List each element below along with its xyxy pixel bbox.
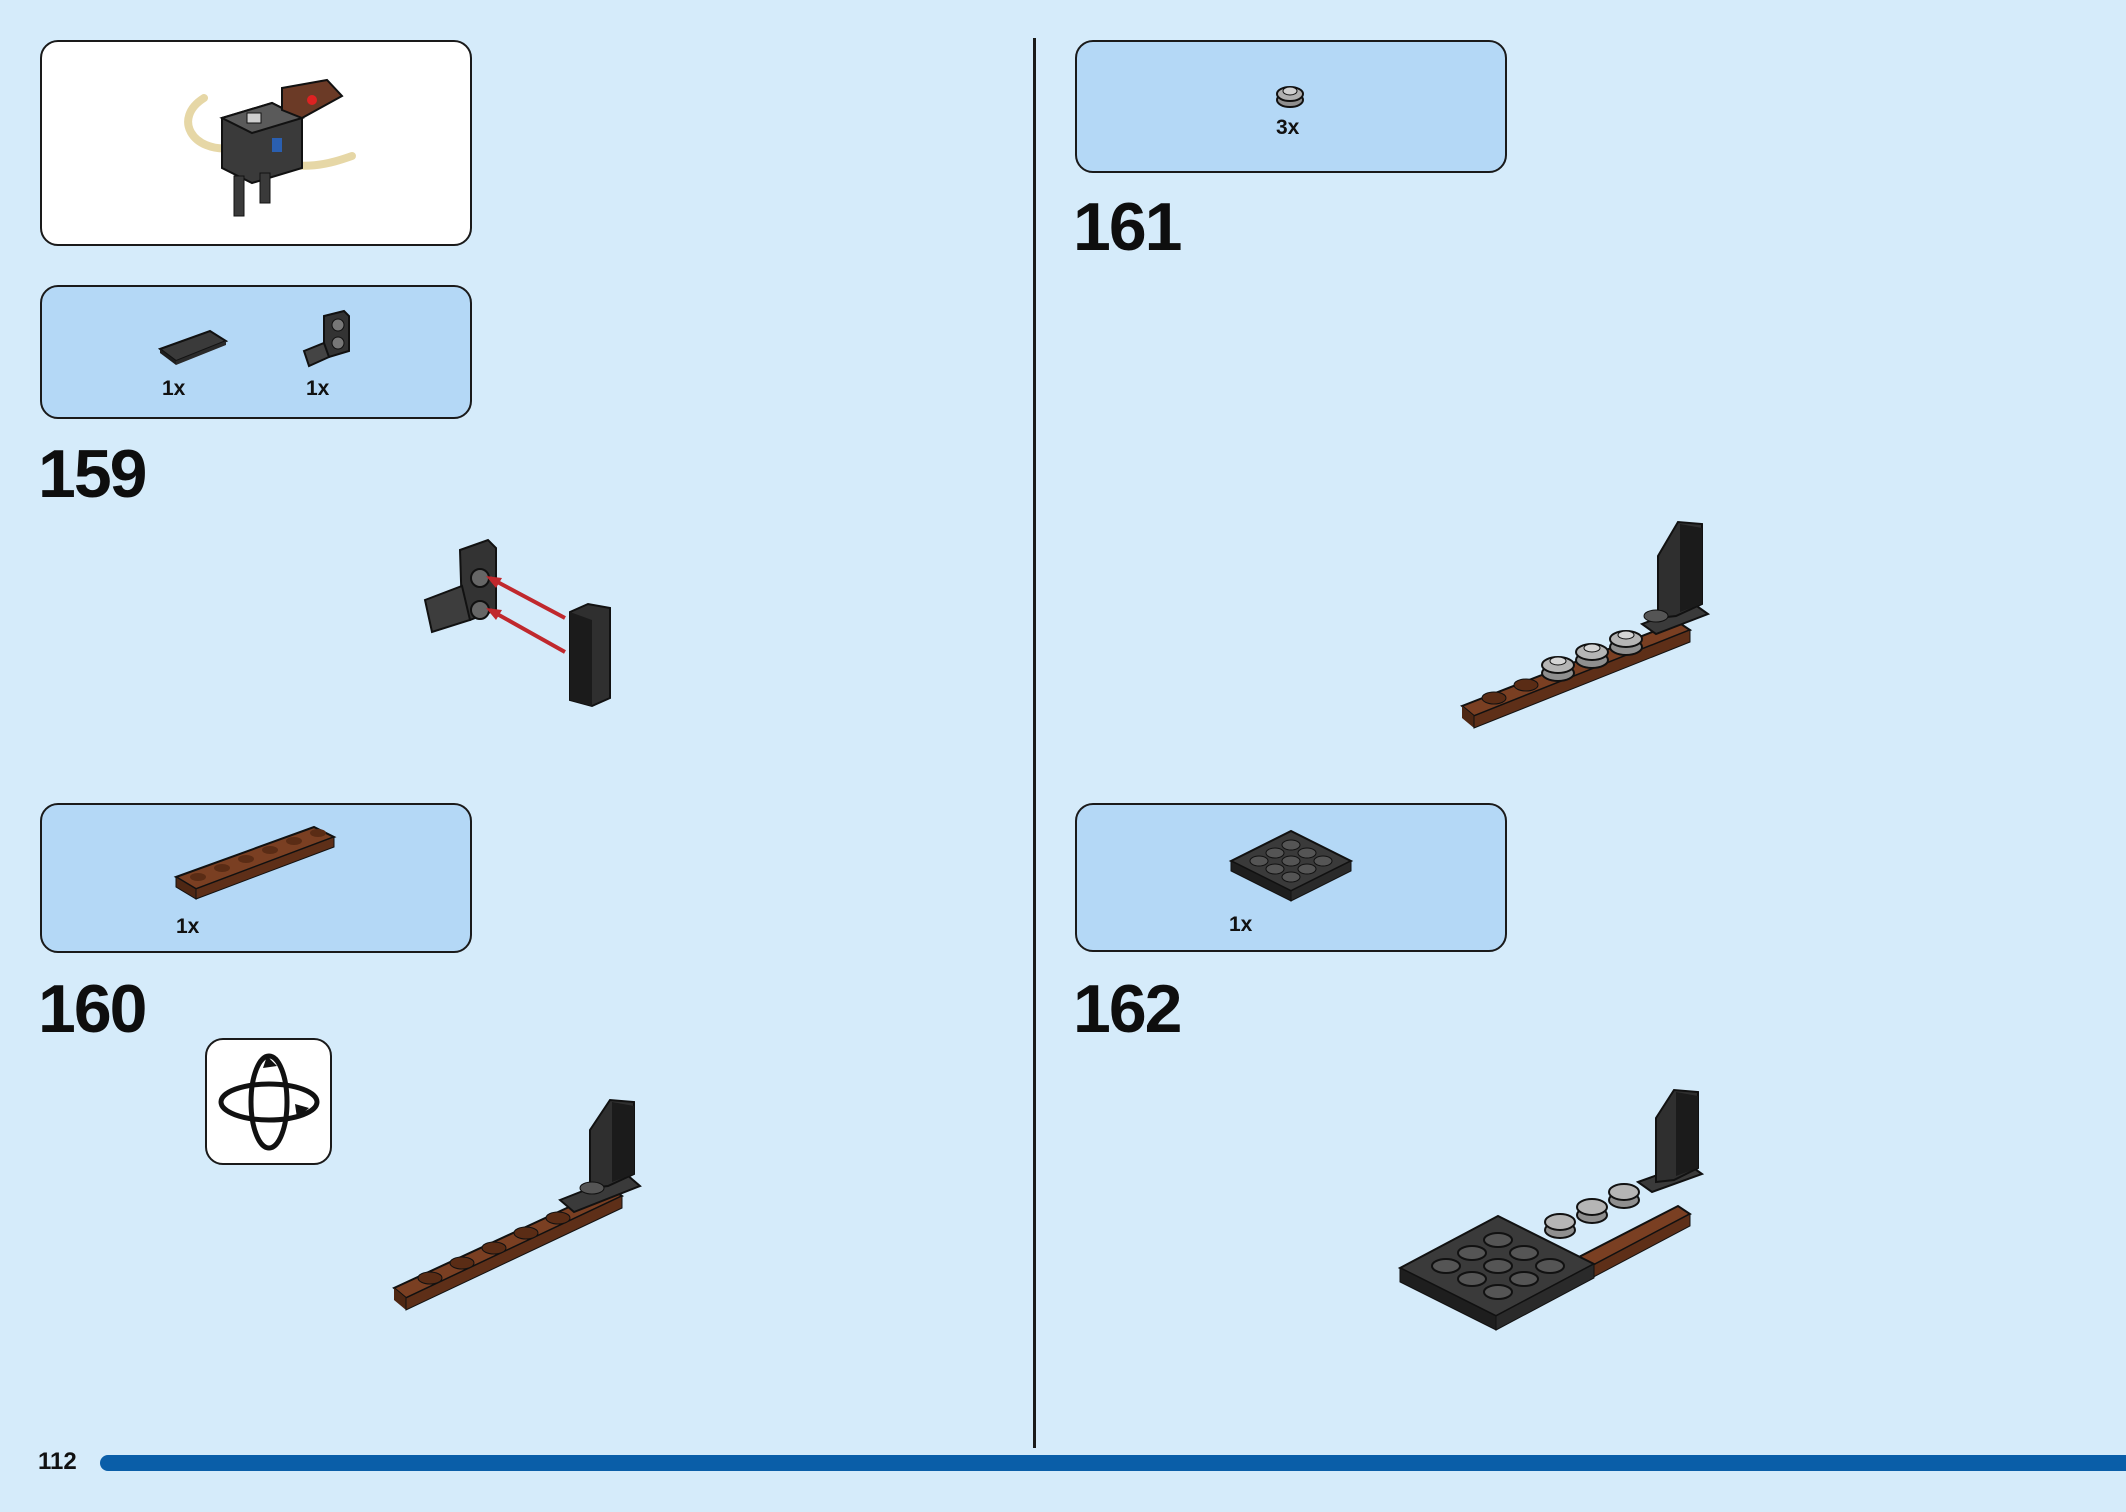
bracket-icon (302, 309, 350, 368)
part-qty: 1x (306, 377, 330, 400)
parts-box-step-162: 1x (1075, 803, 1507, 952)
rotate-model-icon (218, 1053, 320, 1151)
step-number: 161 (1073, 189, 1182, 265)
submodel-preview-image (184, 78, 356, 217)
page-divider (1033, 38, 1036, 1448)
step-number: 162 (1073, 971, 1182, 1047)
plate-1x6-icon (173, 825, 337, 900)
step-162-build-image (1397, 1088, 1705, 1331)
part-qty: 3x (1276, 116, 1300, 139)
page-number: 112 (38, 1448, 77, 1475)
step-number: 160 (38, 971, 147, 1047)
parts-box-step-160: 1x (40, 803, 472, 953)
parts-box-step-159: 1x 1x (40, 285, 472, 419)
step-160-build-image (392, 1098, 642, 1311)
part-qty: 1x (1229, 913, 1253, 936)
plate-3x3-icon (1228, 829, 1354, 902)
part-qty: 1x (162, 377, 186, 400)
tile-1x2-icon (157, 329, 229, 365)
step-number: 159 (38, 436, 147, 512)
parts-box-step-161: 3x (1075, 40, 1507, 173)
round-plate-1x1-icon (1276, 86, 1304, 108)
part-qty: 1x (176, 915, 200, 938)
step-159-build-image (423, 538, 611, 708)
step-161-build-image (1460, 520, 1711, 729)
progress-bar (100, 1455, 2126, 1471)
rotate-model-button (205, 1038, 332, 1165)
submodel-callout (40, 40, 472, 246)
